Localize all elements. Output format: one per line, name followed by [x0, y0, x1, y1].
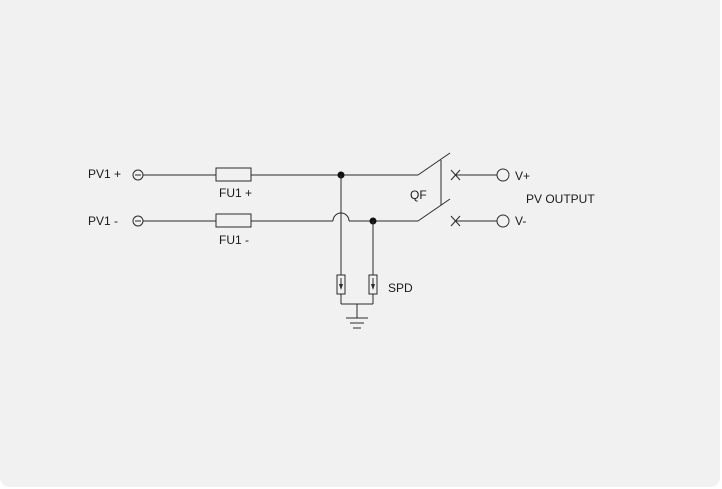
fuse-pos-label: FU1 +: [219, 186, 253, 200]
spd-neg-arrow: [371, 284, 375, 290]
breaker-label: QF: [410, 188, 427, 202]
pv-output-label: PV OUTPUT: [526, 192, 595, 206]
breaker-contact-neg: [417, 198, 451, 222]
fuse-neg-label: FU1 -: [219, 233, 249, 247]
pv1-pos-label: PV1 +: [88, 167, 122, 181]
fuse-neg-symbol: [215, 213, 252, 228]
v-neg-terminal: [496, 214, 510, 228]
spd-label: SPD: [388, 281, 413, 295]
fuse-pos-symbol: [215, 167, 252, 182]
v-pos-label: V+: [515, 169, 531, 183]
v-neg-label: V-: [515, 214, 527, 228]
pv1-neg-label: PV1 -: [88, 214, 119, 228]
breaker-contact-pos: [417, 152, 451, 176]
spd-pos-arrow: [339, 284, 343, 290]
v-pos-terminal: [496, 168, 510, 182]
